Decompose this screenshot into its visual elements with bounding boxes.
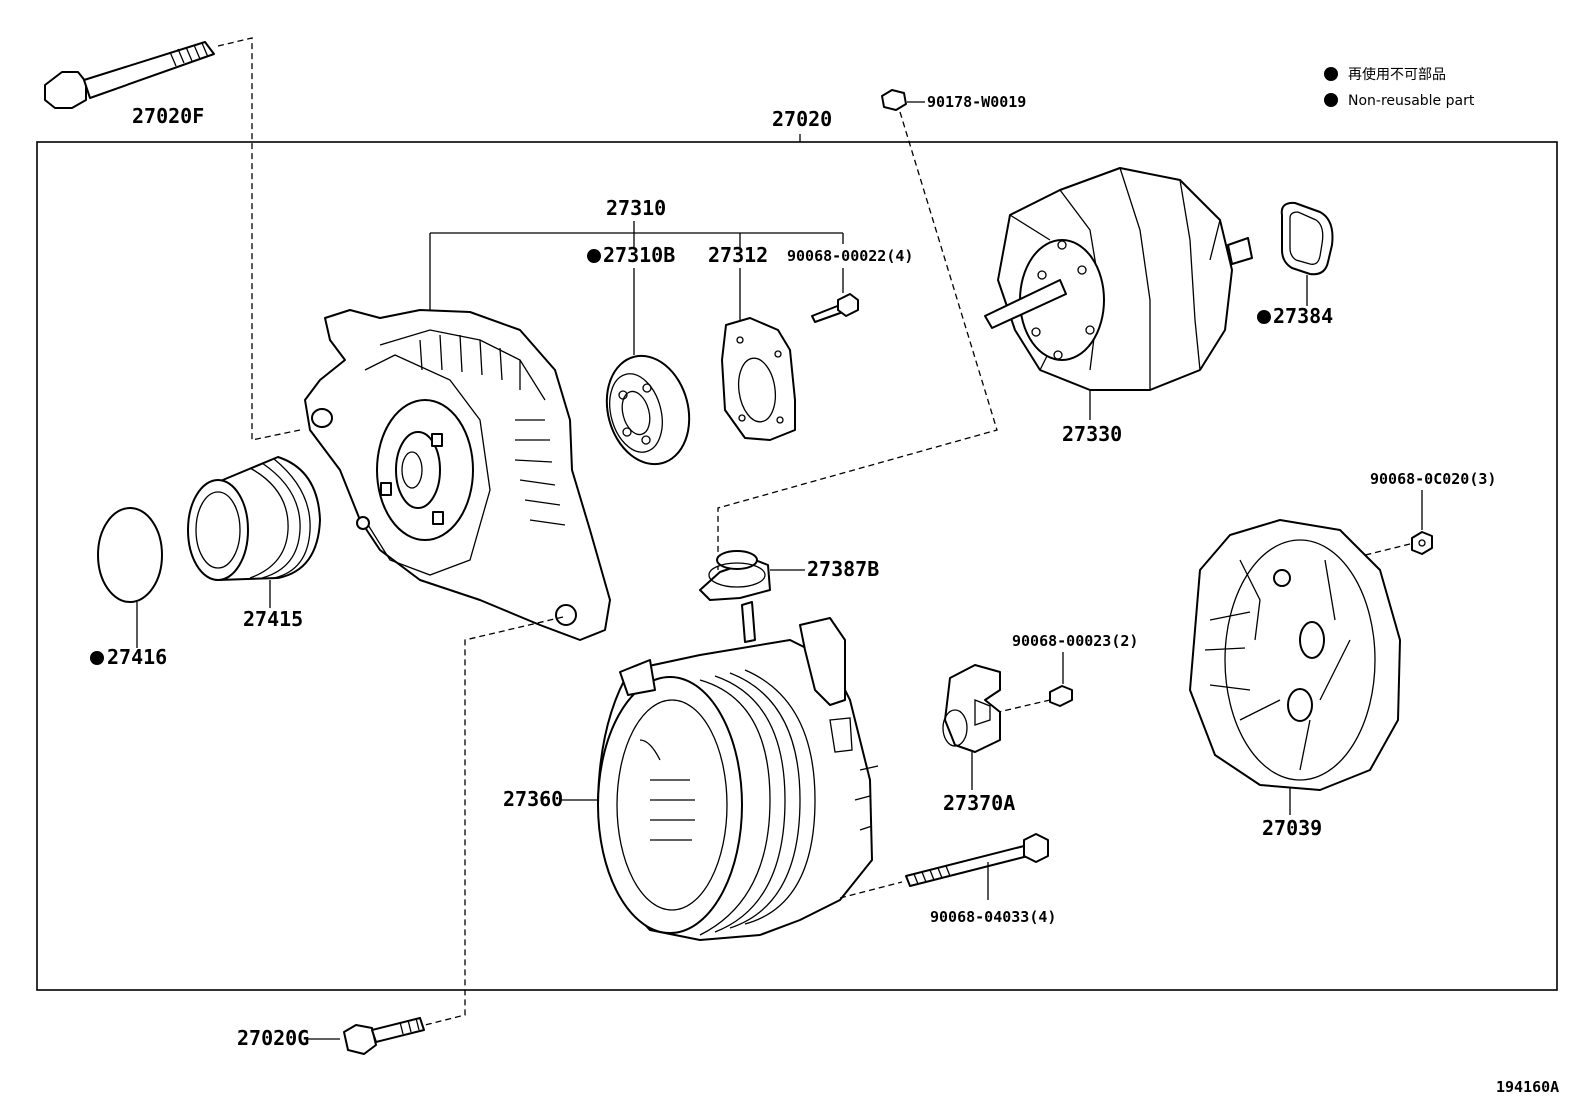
label-27330: 27330 [1062, 422, 1122, 446]
screw-90068-00022-drawing [811, 268, 859, 323]
insulator-27387B-drawing [699, 550, 805, 601]
pulley-27415-drawing [187, 456, 321, 608]
figure-id: 194160A [1496, 1078, 1559, 1096]
nut-90068-0C020-drawing [1411, 490, 1433, 555]
rotor-27330-drawing [984, 167, 1253, 391]
label-27310: 27310 [606, 196, 666, 220]
bolt-27020G-drawing [343, 1017, 425, 1055]
label-27020G: 27020G [237, 1026, 309, 1050]
label-27416: 27416 [107, 645, 167, 669]
label-27370A: 27370A [943, 791, 1015, 815]
legend-japanese: 再使用不可部品 [1348, 66, 1446, 83]
label-27384: 27384 [1273, 304, 1333, 328]
rear-cover-27039-drawing [1189, 519, 1401, 815]
label-90068-00023: 90068-00023(2) [1012, 632, 1138, 650]
label-27020: 27020 [772, 107, 832, 131]
bolt-27020F-drawing [44, 41, 215, 109]
nonreusable-dot-27310B [587, 249, 601, 263]
rectifier-end-frame-27360-drawing [560, 601, 879, 941]
label-90178-W0019: 90178-W0019 [927, 93, 1026, 111]
label-27415: 27415 [243, 607, 303, 631]
legend-english: Non-reusable part [1348, 93, 1475, 109]
legend: 再使用不可部品 Non-reusable part [1324, 66, 1475, 109]
label-27039: 27039 [1262, 816, 1322, 840]
assembly-frame [36, 141, 1558, 991]
bearing-27310B-drawing [605, 268, 691, 466]
nonreusable-dot-27384 [1257, 310, 1271, 324]
drive-end-frame-drawing [304, 309, 611, 641]
label-27020F: 27020F [132, 104, 204, 128]
bolt-90068-04033-drawing [905, 833, 1049, 900]
nonreusable-dot-27416 [90, 651, 104, 665]
screw-90068-00023-drawing [1049, 652, 1073, 707]
label-27312: 27312 [708, 243, 768, 267]
label-90068-00022: 90068-00022(4) [787, 247, 913, 265]
label-27387B: 27387B [807, 557, 879, 581]
seal-27384-drawing [1280, 201, 1334, 306]
label-90068-0C020: 90068-0C020(3) [1370, 470, 1496, 488]
brush-holder-27370A-drawing [942, 664, 1001, 790]
label-27360: 27360 [503, 787, 563, 811]
label-27310B: 27310B [603, 243, 675, 267]
nut-90178-W0019-drawing [881, 89, 925, 111]
legend-dot-jp [1324, 67, 1338, 81]
retainer-plate-27312-drawing [721, 268, 796, 441]
legend-dot-en [1324, 93, 1338, 107]
label-90068-04033: 90068-04033(4) [930, 908, 1056, 926]
cover-27416-drawing [97, 507, 163, 648]
